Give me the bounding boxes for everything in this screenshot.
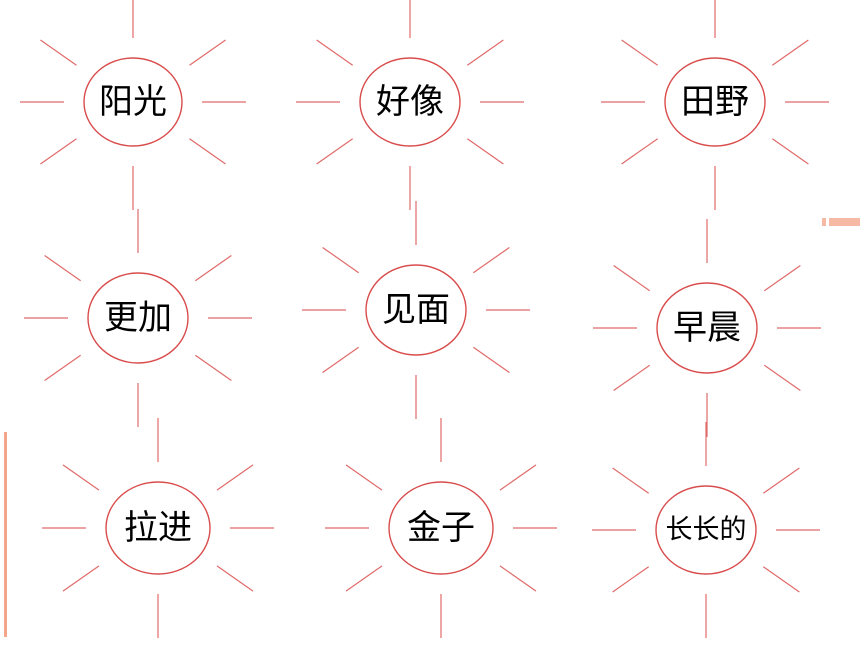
sun-circle	[87, 272, 189, 364]
sun-ray	[216, 464, 254, 491]
sun-ray	[194, 254, 232, 282]
word-sun: 田野	[601, 0, 829, 210]
sun-ray	[216, 565, 254, 592]
word-sun: 更加	[24, 209, 252, 427]
sun-ray	[763, 264, 801, 292]
sun-word: 更加	[104, 298, 172, 338]
word-sun: 见面	[302, 201, 530, 419]
sun-ray	[40, 39, 77, 66]
sun-ray	[499, 565, 537, 592]
sun-ray	[316, 39, 354, 66]
sun-ray	[762, 467, 800, 494]
sun-ray	[345, 565, 383, 592]
sun-circle	[365, 264, 467, 356]
word-sun: 长长的	[592, 422, 820, 638]
sun-ray	[762, 566, 800, 593]
sun-circle	[359, 57, 461, 147]
sun-circle	[656, 282, 758, 374]
sun-word: 阳光	[99, 82, 167, 122]
sun-word: 见面	[382, 290, 450, 330]
sun-circle	[105, 481, 211, 575]
sun-ray	[189, 138, 226, 165]
sun-ray	[322, 246, 360, 274]
sun-circle	[664, 57, 766, 147]
right-edge-tab-notch	[826, 218, 829, 226]
sun-ray	[612, 467, 650, 494]
sun-ray	[612, 566, 650, 593]
sun-ray	[466, 138, 504, 165]
word-sun: 阳光	[20, 0, 246, 210]
sun-ray	[194, 354, 232, 382]
sun-ray	[40, 138, 77, 165]
sun-circle	[388, 481, 494, 575]
sun-circle	[655, 485, 757, 575]
sun-ray	[763, 364, 801, 392]
sun-ray	[621, 138, 659, 165]
sun-ray	[771, 138, 809, 165]
sun-word: 拉进	[124, 508, 192, 548]
sun-ray	[621, 39, 659, 66]
sun-ray	[44, 354, 82, 382]
sun-ray	[771, 39, 809, 66]
sun-word: 长长的	[666, 515, 747, 546]
sun-circle	[83, 57, 183, 147]
right-edge-tab	[822, 218, 860, 226]
sun-ray	[44, 254, 82, 282]
sun-word: 早晨	[673, 308, 741, 348]
sun-ray	[316, 138, 354, 165]
sun-ray	[499, 464, 537, 491]
sun-ray	[472, 346, 510, 374]
sun-ray	[472, 246, 510, 274]
sun-ray	[62, 464, 100, 491]
sun-ray	[613, 264, 651, 292]
sun-word: 好像	[376, 82, 444, 122]
left-edge-bar	[4, 432, 7, 637]
word-sun: 好像	[296, 0, 524, 210]
sun-ray	[322, 346, 360, 374]
sun-word: 田野	[681, 82, 749, 122]
word-sun: 早晨	[593, 219, 821, 437]
sun-ray	[345, 464, 383, 491]
sun-word: 金子	[407, 508, 475, 548]
sun-ray	[466, 39, 504, 66]
sun-ray	[613, 364, 651, 392]
sun-ray	[189, 39, 226, 66]
word-sun: 金子	[325, 418, 557, 638]
sun-ray	[62, 565, 100, 592]
word-sun: 拉进	[42, 418, 274, 638]
